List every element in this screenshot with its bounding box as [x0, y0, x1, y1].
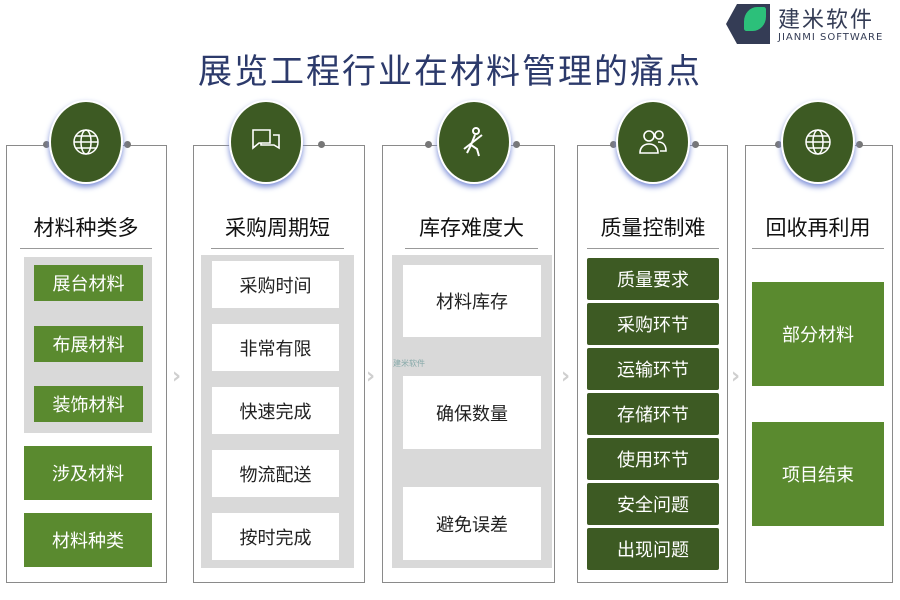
connector-dot	[43, 141, 50, 148]
list-item: 装饰材料	[34, 386, 143, 422]
worker-icon	[437, 100, 511, 184]
chevron-right-icon: ›	[172, 364, 182, 389]
connector-dot	[425, 141, 432, 148]
list-item: 快速完成	[212, 387, 339, 434]
chevron-right-icon: ›	[561, 364, 571, 389]
column-title: 回收再利用	[752, 212, 884, 249]
list-item: 展台材料	[34, 265, 143, 301]
logo-en: JIANMI SOFTWARE	[778, 32, 884, 43]
list-item: 部分材料	[752, 282, 884, 386]
column-title: 质量控制难	[587, 212, 719, 249]
page-title: 展览工程行业在材料管理的痛点	[198, 52, 702, 92]
users-icon	[616, 100, 690, 184]
chevron-right-icon: ›	[731, 364, 741, 389]
connector-dot	[513, 141, 520, 148]
list-item: 项目结束	[752, 422, 884, 526]
chat-icon	[229, 100, 303, 184]
brand-logo: 建米软件 JIANMI SOFTWARE	[726, 2, 896, 46]
globe-icon	[49, 100, 123, 184]
connector-dot	[124, 141, 131, 148]
list-item: 存储环节	[587, 393, 719, 435]
chevron-right-icon: ›	[366, 364, 376, 389]
column-title: 材料种类多	[20, 212, 152, 249]
watermark: 建米软件	[393, 359, 425, 368]
list-item: 使用环节	[587, 438, 719, 480]
list-item: 质量要求	[587, 258, 719, 300]
list-item: 材料种类	[24, 513, 152, 567]
logo-cn: 建米软件	[778, 8, 875, 33]
column-title: 采购周期短	[211, 212, 344, 249]
logo-leaf-icon	[744, 7, 766, 31]
list-item: 按时完成	[212, 513, 339, 560]
list-item: 出现问题	[587, 528, 719, 570]
list-item: 布展材料	[34, 326, 143, 362]
list-item: 物流配送	[212, 450, 339, 497]
list-item: 涉及材料	[24, 446, 152, 500]
connector-dot	[692, 141, 699, 148]
list-item: 材料库存	[403, 265, 541, 337]
list-item: 安全问题	[587, 483, 719, 525]
list-item: 非常有限	[212, 324, 339, 371]
list-item: 运输环节	[587, 348, 719, 390]
list-item: 采购环节	[587, 303, 719, 345]
list-item: 采购时间	[212, 261, 339, 308]
connector-dot	[610, 141, 617, 148]
globe-icon	[781, 100, 855, 184]
column-title: 库存难度大	[405, 212, 538, 249]
list-item: 避免误差	[403, 487, 541, 560]
connector-dot	[775, 141, 782, 148]
connector-dot	[856, 141, 863, 148]
list-item: 确保数量	[403, 376, 541, 449]
connector-dot	[318, 141, 325, 148]
